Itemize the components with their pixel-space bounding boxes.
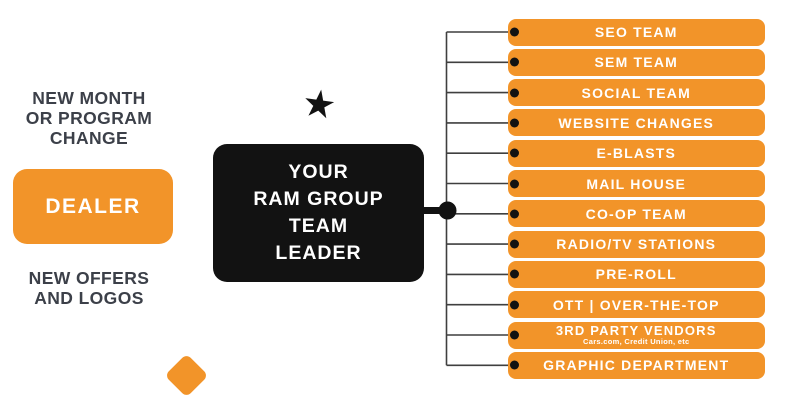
team-bar-label: 3RD PARTY VENDORS (555, 323, 717, 338)
connector-dot (509, 269, 519, 279)
junction-dot (438, 201, 457, 220)
team-bar-website-changes: WEBSITE CHANGES (507, 109, 765, 137)
team-bar-label: E-BLASTS (596, 145, 677, 162)
team-bar-radio-tv: RADIO/TV STATIONS (507, 230, 765, 258)
connector-dot (509, 118, 519, 128)
team-leader-box: YOUR RAM GROUP TEAM LEADER (213, 144, 424, 282)
team-bar-mail-house: MAIL HOUSE (507, 170, 765, 197)
connector-dot (509, 330, 519, 340)
team-bar-co-op: CO-OP TEAM (507, 200, 765, 228)
connector-dot (509, 148, 519, 158)
team-bar-seo: SEO TEAM (507, 18, 765, 46)
connector-dot (509, 179, 519, 188)
note-new-offers: NEW OFFERS AND LOGOS (28, 268, 150, 308)
connector-dot (509, 209, 519, 219)
connector-dot (509, 57, 519, 67)
team-bar-sem: SEM TEAM (507, 48, 765, 76)
connector-dot (509, 88, 519, 98)
connector-dot (509, 300, 519, 310)
note-new-month: NEW MONTH OR PROGRAM CHANGE (25, 88, 153, 148)
team-bar-label: SEM TEAM (594, 54, 678, 71)
team-bar-e-blasts: E-BLASTS (507, 139, 765, 167)
dealer-label: DEALER (45, 194, 141, 218)
team-bar-label: CO-OP TEAM (585, 205, 687, 222)
connector-dot (509, 360, 519, 370)
team-bar-label: WEBSITE CHANGES (558, 114, 715, 131)
team-bar-label: SEO TEAM (594, 24, 678, 40)
team-leader-label: YOUR RAM GROUP TEAM LEADER (253, 161, 384, 264)
team-bar-label: PRE-ROLL (595, 266, 677, 283)
team-bar-label: GRAPHIC DEPARTMENT (543, 357, 730, 374)
team-bar-pre-roll: PRE-ROLL (507, 260, 765, 288)
team-bar-label: SOCIAL TEAM (581, 84, 691, 101)
team-bar-label: RADIO/TV STATIONS (556, 236, 717, 253)
dealer-box: DEALER (13, 169, 208, 398)
team-bar-label: OTT | OVER-THE-TOP (552, 296, 720, 313)
team-bar-sublabel: Cars.com, Credit Union, etc (583, 337, 690, 346)
team-bar-social: SOCIAL TEAM (507, 79, 765, 107)
connector-dot (509, 239, 519, 249)
team-bar-graphic-department: GRAPHIC DEPARTMENT (507, 351, 765, 379)
connector-dot (509, 27, 519, 37)
team-bar-3rd-party-vendors: 3RD PARTY VENDORS Cars.com, Credit Union… (507, 321, 765, 349)
team-bar-label: MAIL HOUSE (586, 175, 687, 192)
team-bar-ott: OTT | OVER-THE-TOP (507, 291, 765, 319)
